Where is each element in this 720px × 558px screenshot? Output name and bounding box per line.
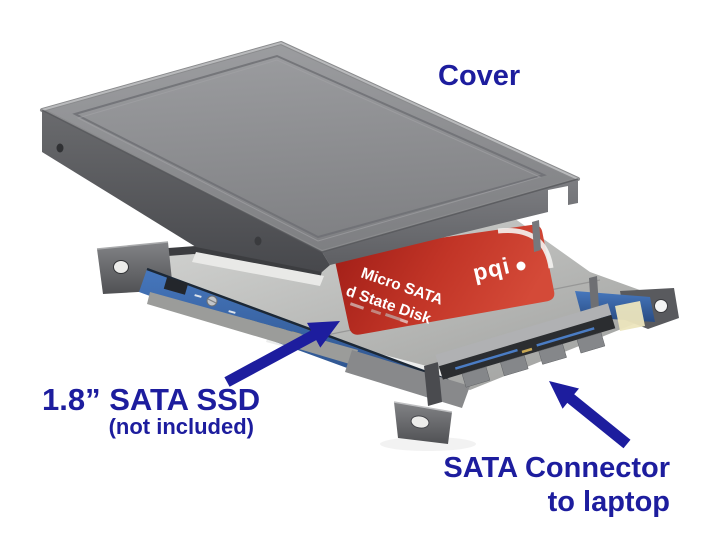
mounting-hole [113, 260, 129, 274]
connector-top-bar [435, 303, 612, 367]
drive-cover [40, 41, 580, 272]
mounting-hole [654, 299, 668, 313]
annotation-layer: Cover 1.8” SATA SSD (not included) SATA … [42, 60, 670, 518]
cover-edge-highlight [41, 41, 579, 180]
sata-connector [435, 303, 616, 388]
pcb-silkscreen [194, 294, 236, 314]
connector-slot-band [438, 314, 616, 380]
cover-left-wall [42, 110, 330, 272]
bottom-mounting-tab [393, 401, 453, 444]
pcb-label-patch [615, 301, 645, 331]
connector-pins-gold [521, 347, 533, 354]
frame-lower-rail-left [147, 292, 358, 365]
pcb-ic-chip [163, 277, 189, 295]
ssd-callout-line2: (not included) [109, 414, 254, 439]
cover-groove [72, 54, 547, 239]
ssd-pointer-arrow [224, 321, 340, 387]
ssd-callout-line1: 1.8” SATA SSD [42, 382, 260, 417]
brand-logo-dot [516, 261, 526, 271]
connector-callout-line1: SATA Connector [443, 452, 670, 484]
frame-bright-edge [192, 252, 324, 286]
frame-corner-post [424, 362, 442, 406]
connector-pointer-arrow [549, 381, 631, 449]
cover-callout: Cover [438, 60, 520, 92]
connector-teeth [461, 332, 606, 388]
pqi-ssd-label: Micro SATA d State Disk pqi [334, 224, 555, 335]
connector-pins-signal [536, 327, 595, 347]
frame-post-left [532, 220, 541, 252]
cover-screw-hole-left [56, 143, 64, 153]
label-serial-marks [349, 302, 409, 324]
cover-front-edge [41, 109, 579, 253]
frame-post-right [589, 276, 599, 310]
drop-shadow [380, 437, 476, 451]
connector-callout-line2: to laptop [548, 486, 670, 518]
cover-screw-hole-front [254, 236, 262, 246]
cover-right-wall [322, 179, 578, 265]
mounting-hole [410, 415, 430, 429]
connector-pins-power [454, 348, 518, 370]
